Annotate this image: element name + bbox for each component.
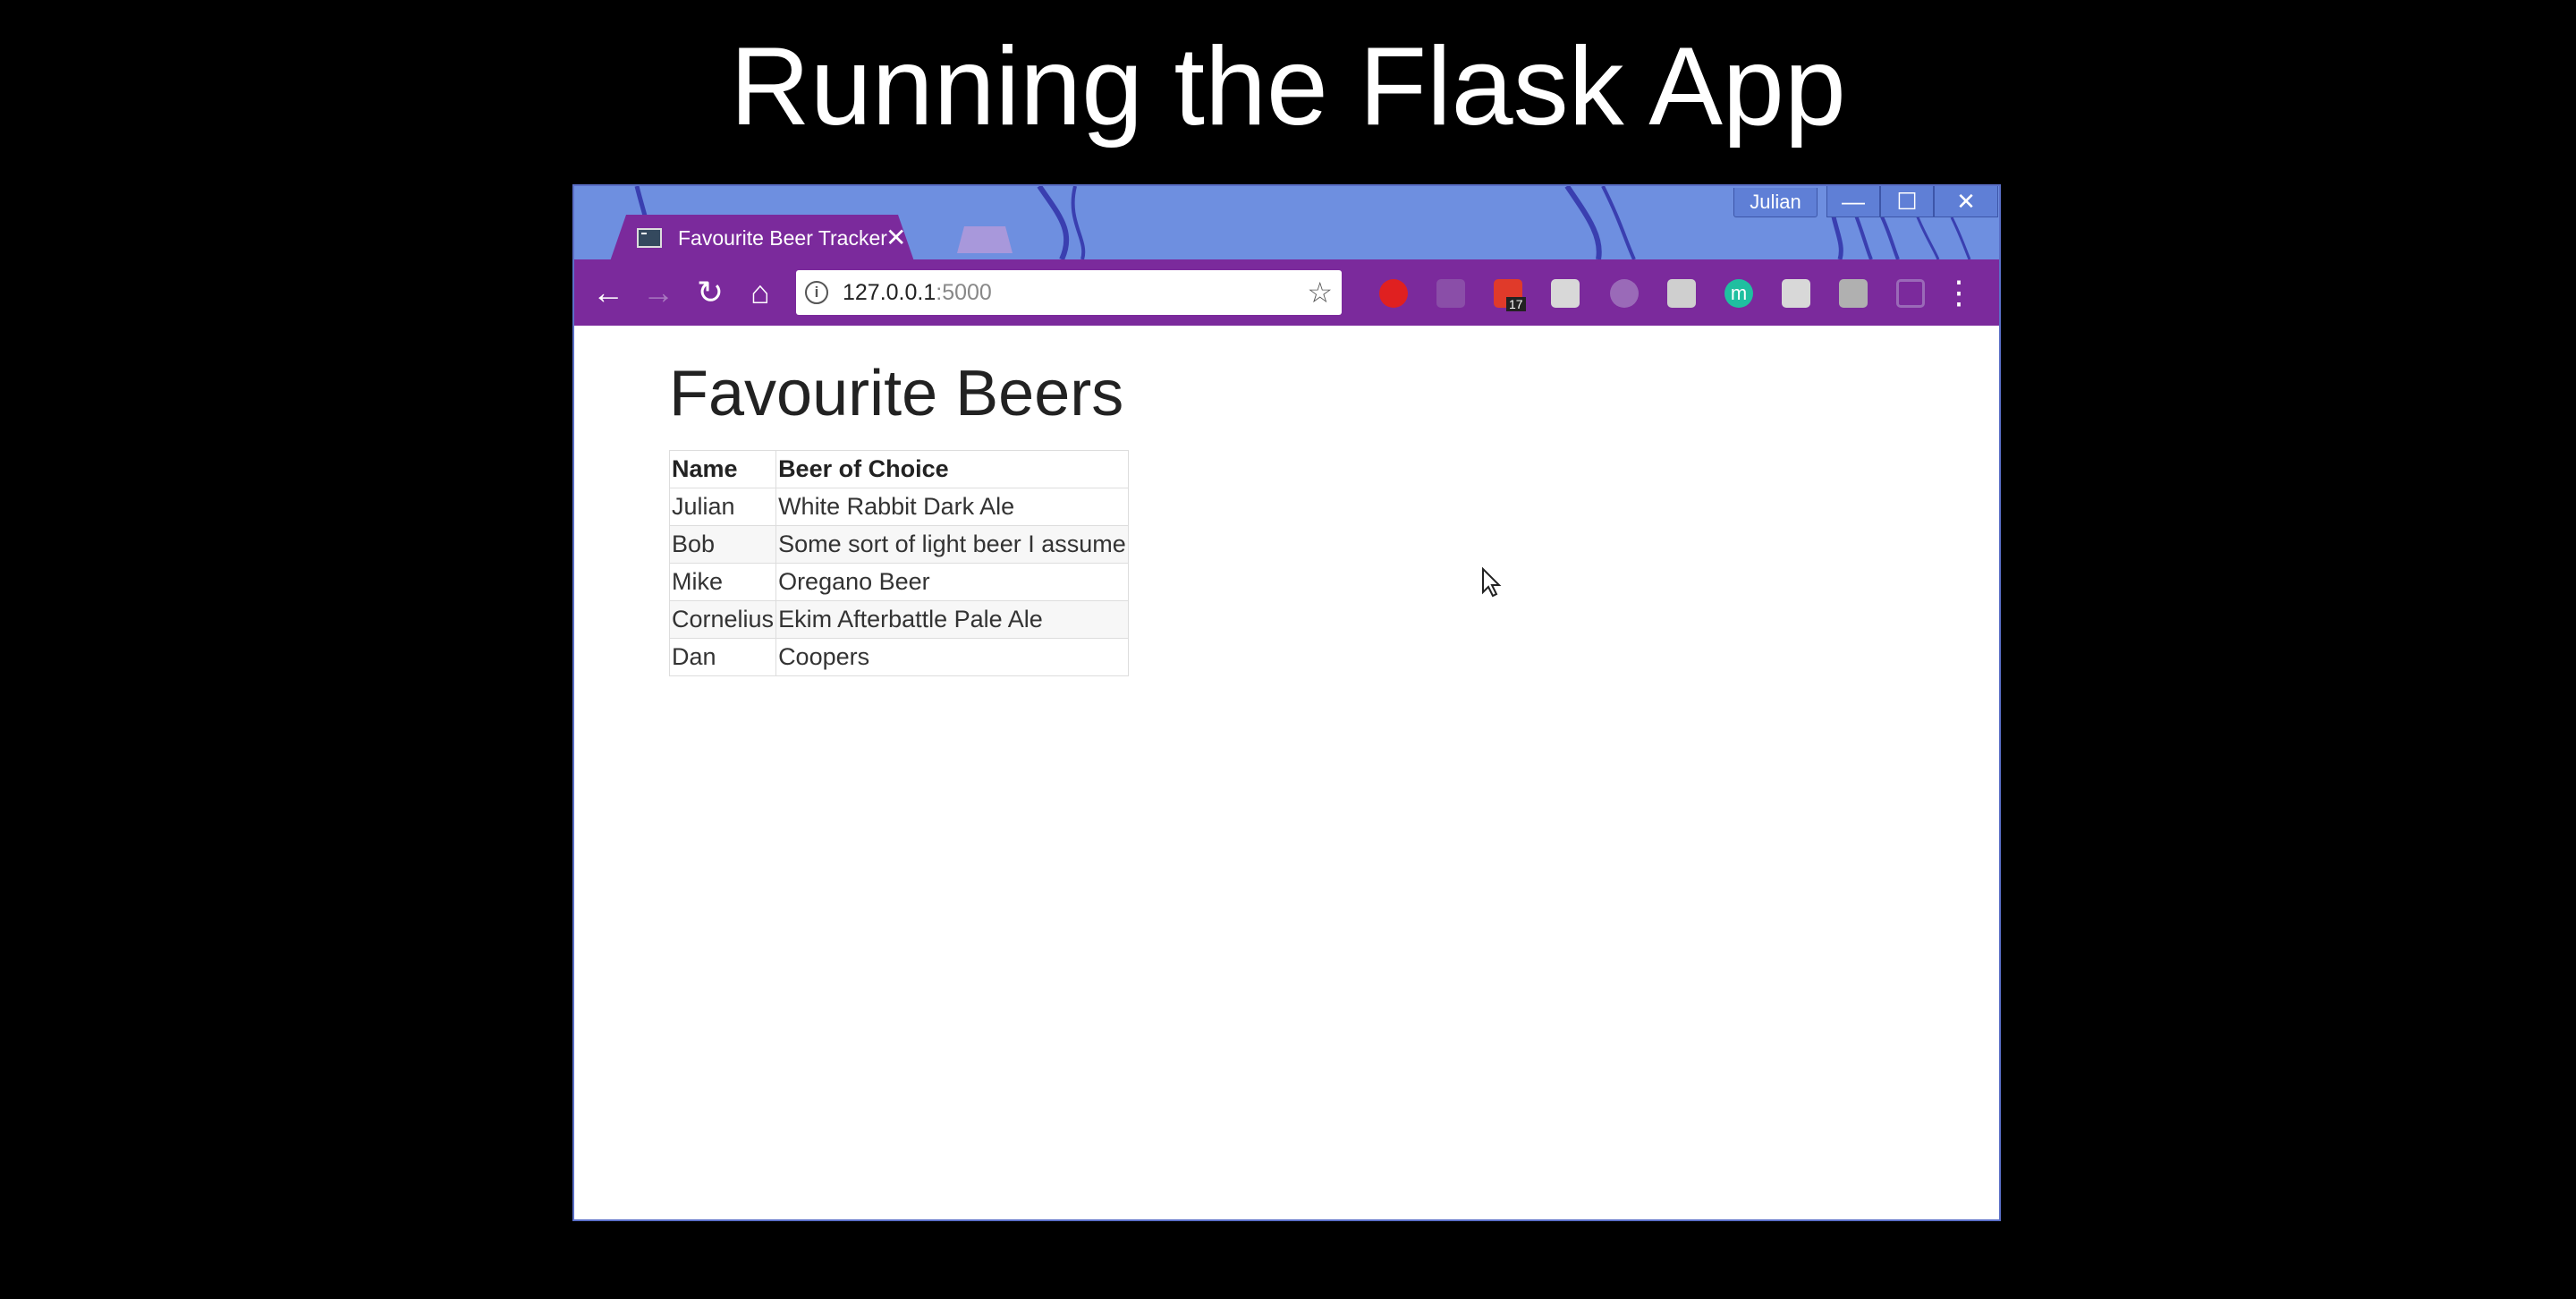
- notes-icon[interactable]: [1551, 279, 1580, 308]
- cell-name: Cornelius: [668, 600, 777, 639]
- adblock-icon[interactable]: [1379, 279, 1408, 308]
- tab-title: Favourite Beer Tracker: [678, 225, 887, 250]
- beers-table: Name Beer of Choice Julian White Rabbit …: [668, 450, 1129, 676]
- browser-menu-icon[interactable]: ⋮: [1943, 274, 1975, 310]
- column-header-name: Name: [668, 450, 777, 488]
- forward-button[interactable]: →: [637, 271, 680, 314]
- extension-circle-icon[interactable]: [1610, 279, 1639, 308]
- bookmark-star-icon[interactable]: ☆: [1307, 276, 1333, 309]
- browser-window: Julian — ☐ ✕ Favourite Beer Tracker ✕ ← …: [572, 184, 2001, 1221]
- minimize-icon: —: [1842, 187, 1865, 215]
- back-button[interactable]: ←: [587, 271, 630, 314]
- m-extension-label: m: [1730, 282, 1748, 304]
- table-row: Dan Coopers: [668, 638, 1129, 676]
- maximize-button[interactable]: ☐: [1880, 186, 1934, 217]
- m-extension-icon[interactable]: m: [1724, 279, 1753, 308]
- tab-favourite-beer-tracker[interactable]: Favourite Beer Tracker ✕: [610, 215, 914, 259]
- page-heading: Favourite Beers: [669, 358, 1124, 429]
- arrow-left-icon: ←: [592, 274, 624, 310]
- url-host: 127.0.0.1: [843, 280, 936, 305]
- table-row: Mike Oregano Beer: [668, 563, 1129, 601]
- grey-extension-icon[interactable]: [1839, 279, 1868, 308]
- cell-name: Dan: [668, 638, 777, 676]
- address-bar[interactable]: i 127.0.0.1:5000 ☆: [796, 270, 1342, 315]
- eye-extension-icon[interactable]: [1782, 279, 1810, 308]
- table-row: Cornelius Ekim Afterbattle Pale Ale: [668, 600, 1129, 639]
- cell-beer: Ekim Afterbattle Pale Ale: [775, 600, 1129, 639]
- info-icon[interactable]: i: [805, 281, 828, 304]
- cell-beer: White Rabbit Dark Ale: [775, 488, 1129, 526]
- cast-icon[interactable]: [1896, 279, 1925, 308]
- close-window-button[interactable]: ✕: [1934, 186, 1998, 217]
- browser-titlebar[interactable]: Julian — ☐ ✕ Favourite Beer Tracker ✕: [574, 186, 1999, 259]
- reload-button[interactable]: ↻: [689, 271, 732, 314]
- profile-button[interactable]: Julian: [1733, 188, 1818, 217]
- cell-name: Julian: [668, 488, 777, 526]
- mouse-cursor-icon: [1482, 567, 1502, 598]
- close-icon: ✕: [1956, 187, 1976, 215]
- todoist-icon[interactable]: 17: [1494, 279, 1526, 311]
- url-text[interactable]: 127.0.0.1:5000: [843, 270, 992, 315]
- pocket-icon[interactable]: [1436, 279, 1465, 308]
- cell-beer: Coopers: [775, 638, 1129, 676]
- cell-name: Mike: [668, 563, 777, 601]
- terminal-favicon-icon: [637, 228, 662, 248]
- cell-beer: Oregano Beer: [775, 563, 1129, 601]
- table-header-row: Name Beer of Choice: [668, 450, 1129, 488]
- cell-beer: Some sort of light beer I assume: [775, 525, 1129, 564]
- reload-icon: ↻: [696, 274, 724, 310]
- home-button[interactable]: ⌂: [739, 271, 782, 314]
- table-row: Julian White Rabbit Dark Ale: [668, 488, 1129, 526]
- home-icon: ⌂: [750, 274, 770, 310]
- cell-name: Bob: [668, 525, 777, 564]
- arrow-right-icon: →: [642, 274, 674, 310]
- maximize-icon: ☐: [1896, 187, 1918, 215]
- column-header-beer: Beer of Choice: [775, 450, 1129, 488]
- browser-toolbar: ← → ↻ ⌂ i 127.0.0.1:5000 ☆ 17 m ⋮: [574, 259, 1999, 326]
- slide-title: Running the Flask App: [730, 25, 1846, 149]
- extension-square-icon[interactable]: [1667, 279, 1696, 308]
- todoist-badge: 17: [1506, 297, 1526, 311]
- url-port: :5000: [936, 280, 992, 305]
- minimize-button[interactable]: —: [1826, 186, 1880, 217]
- table-row: Bob Some sort of light beer I assume: [668, 525, 1129, 564]
- page-content: Favourite Beers Name Beer of Choice Juli…: [574, 326, 1999, 1219]
- new-tab-button[interactable]: [957, 226, 1013, 253]
- tab-close-icon[interactable]: ✕: [886, 224, 907, 251]
